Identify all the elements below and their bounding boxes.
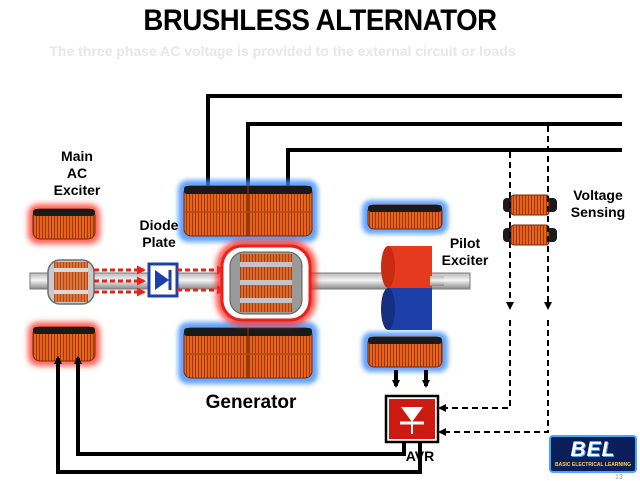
avr-unit bbox=[384, 394, 440, 444]
generator-label: Generator bbox=[205, 392, 297, 413]
pilot-exciter-stator-bottom bbox=[362, 332, 448, 372]
pilot-exciter-label: Pilot Exciter bbox=[441, 235, 489, 268]
sensing-dashed-leads bbox=[438, 126, 552, 436]
phase-line-2 bbox=[246, 122, 622, 186]
pilot-exciter-stator-top bbox=[362, 200, 448, 234]
diode-plate-label: Diode Plate bbox=[139, 217, 179, 250]
logo-tagline: BASIC ELECTRICAL LEARNING bbox=[554, 462, 632, 468]
main-exciter-stator-top bbox=[28, 204, 100, 244]
phase-line-3 bbox=[286, 148, 622, 186]
page-number: 13 bbox=[615, 474, 623, 481]
slide-title: BRUSHLESS ALTERNATOR bbox=[143, 4, 497, 37]
logo-mark: BEL bbox=[570, 438, 616, 461]
generator-stator-bottom bbox=[178, 322, 318, 384]
bel-logo: BEL BASIC ELECTRICAL LEARNING bbox=[549, 435, 637, 473]
main-exciter-stator-bottom bbox=[28, 322, 100, 366]
main-exciter-rotor bbox=[47, 259, 95, 305]
exciter-to-diode-flow bbox=[94, 265, 146, 297]
generator-rotor bbox=[216, 240, 316, 326]
pilot-to-avr-feed bbox=[392, 370, 430, 388]
phase-line-1 bbox=[206, 94, 622, 186]
avr-to-exciter-feedback bbox=[54, 356, 422, 474]
diode-plate bbox=[147, 262, 179, 298]
pilot-exciter-magnet bbox=[381, 246, 444, 330]
main-ac-exciter-label: Main AC Exciter bbox=[53, 148, 101, 198]
slide-subtitle: The three phase AC voltage is provided t… bbox=[49, 43, 516, 59]
three-phase-output-lines bbox=[206, 94, 622, 186]
generator-stator-top bbox=[178, 180, 318, 242]
voltage-sensing-coil-1 bbox=[503, 194, 557, 216]
voltage-sensing-label: Voltage Sensing bbox=[570, 187, 626, 220]
avr-label: AVR bbox=[405, 448, 435, 464]
voltage-sensing-coil-2 bbox=[503, 224, 557, 246]
